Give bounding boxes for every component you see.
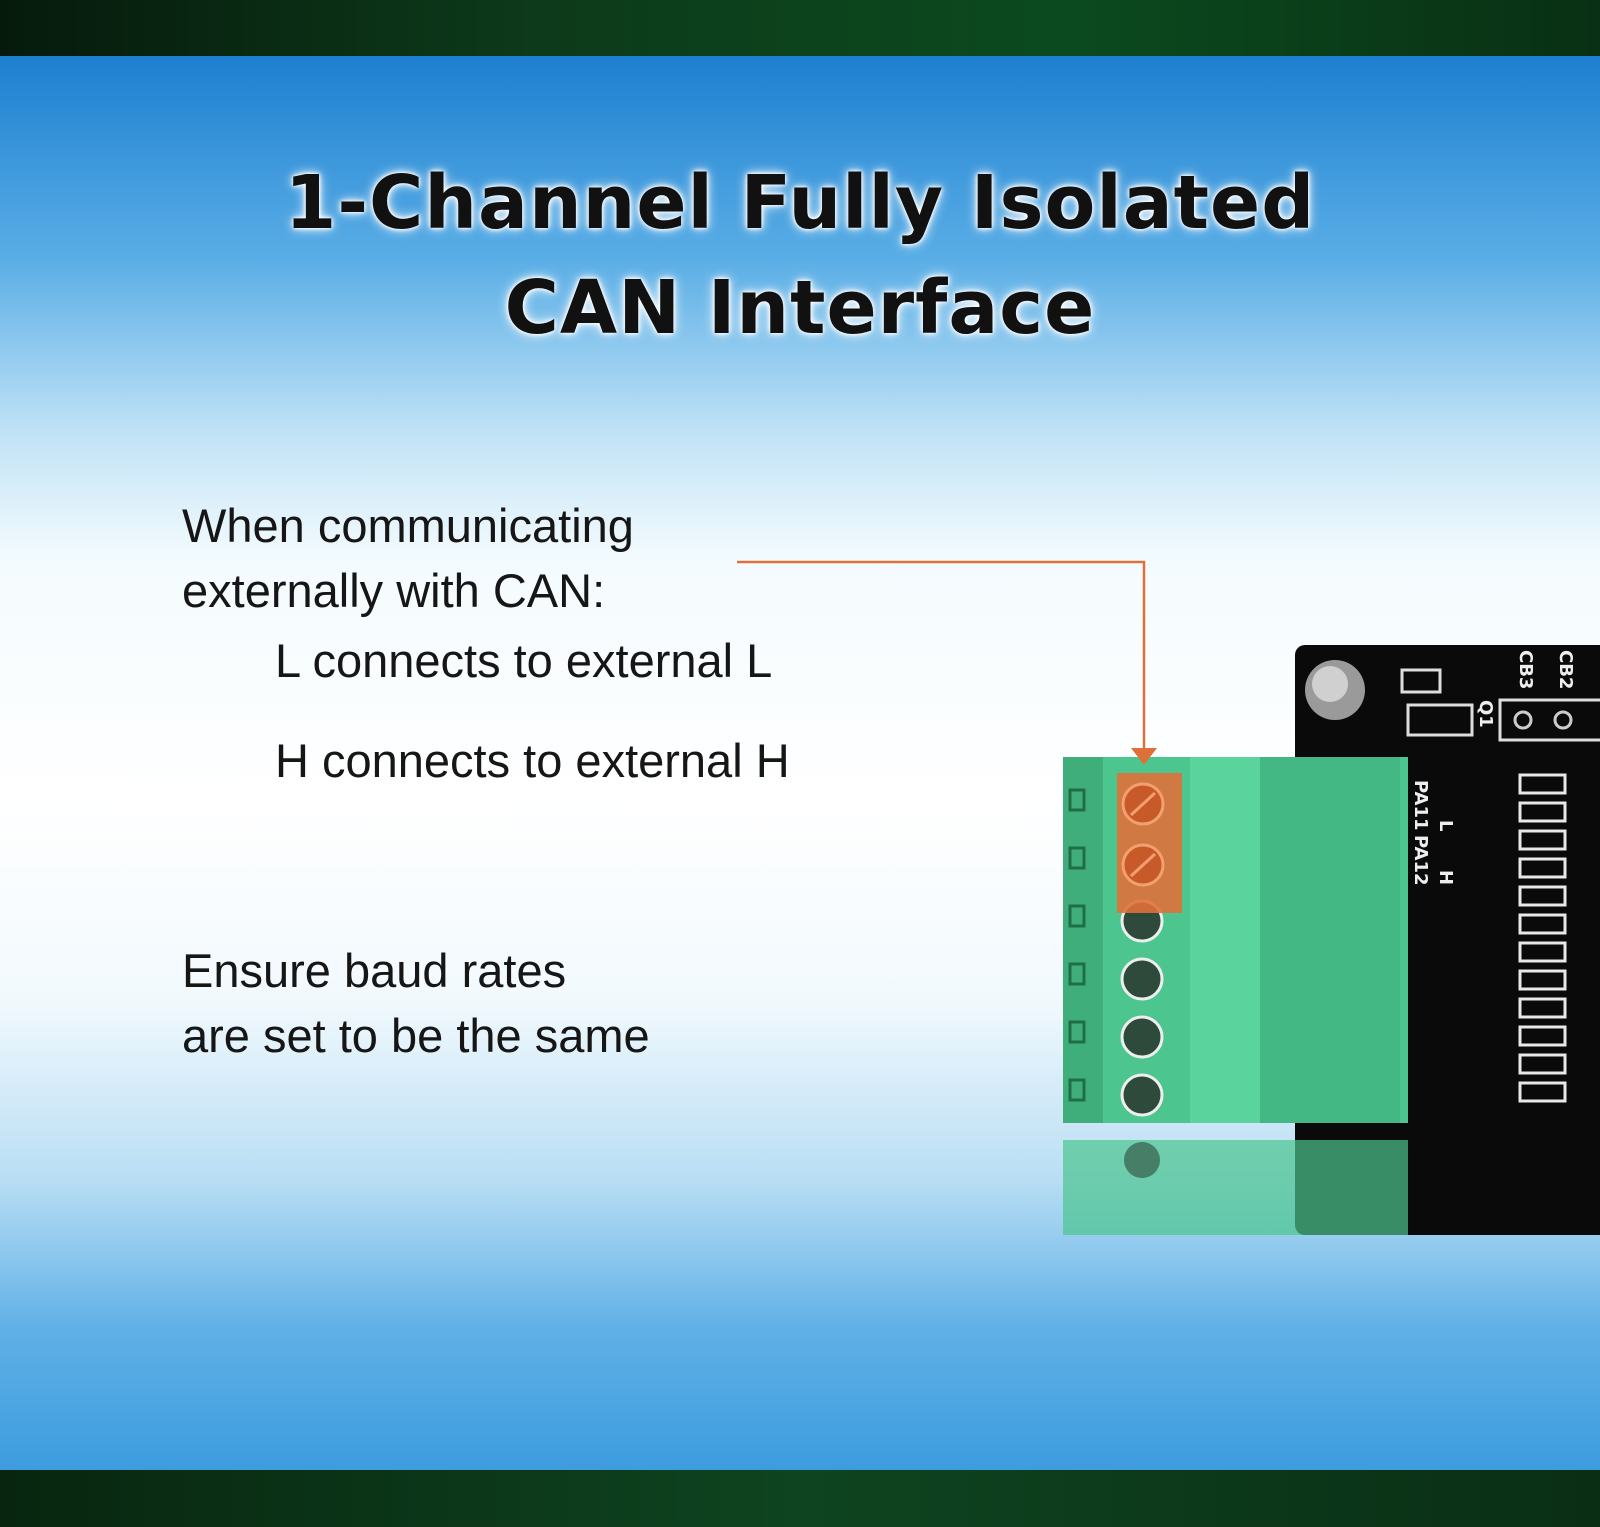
svg-text:CB2: CB2 [1555,650,1576,689]
svg-text:PA11: PA11 [1410,780,1431,831]
svg-text:H: H [1435,870,1456,885]
title-line-2: CAN Interface [504,265,1096,351]
intro-line-2: externally with CAN: [182,564,606,617]
rule-h: H connects to external H [275,734,790,787]
note-line-2: are set to be the same [182,1009,650,1062]
intro-line-1: When communicating [182,499,634,552]
bottom-border [0,1470,1600,1527]
svg-text:PA12: PA12 [1410,835,1431,886]
svg-text:CB3: CB3 [1515,650,1536,689]
green-terminal-block [1063,757,1408,1235]
top-border [0,0,1600,56]
title-line-1: 1-Channel Fully Isolated [284,160,1316,246]
svg-text:L: L [1435,820,1456,831]
leader-arrow [737,560,1157,765]
note-line-1: Ensure baud rates [182,944,567,997]
can-terminal-highlight [1117,773,1182,913]
rule-l: L connects to external L [275,634,773,687]
svg-text:Q1: Q1 [1475,700,1496,728]
